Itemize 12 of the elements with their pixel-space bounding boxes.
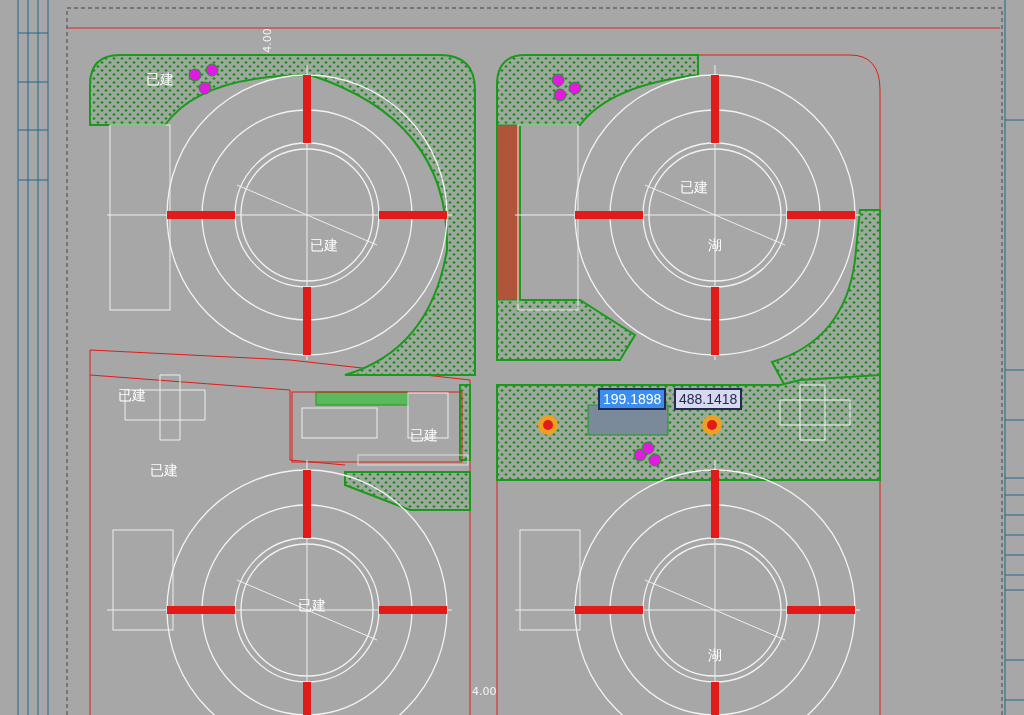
building-label: 已建	[410, 428, 438, 442]
building-label: 湖	[708, 238, 722, 252]
building-label: 已建	[310, 238, 338, 252]
building-label: 已建	[298, 598, 326, 612]
building-label: 已建	[118, 388, 146, 402]
building-label: 湖	[708, 648, 722, 662]
building-label: 已建	[150, 463, 178, 477]
building-label: 已建	[680, 180, 708, 194]
coordinate-field: 199.1898	[598, 388, 667, 410]
dimension-text: 4.00	[261, 28, 273, 53]
dimension-text: 4.00	[472, 686, 497, 697]
coordinate-field: 488.1418	[674, 388, 743, 410]
